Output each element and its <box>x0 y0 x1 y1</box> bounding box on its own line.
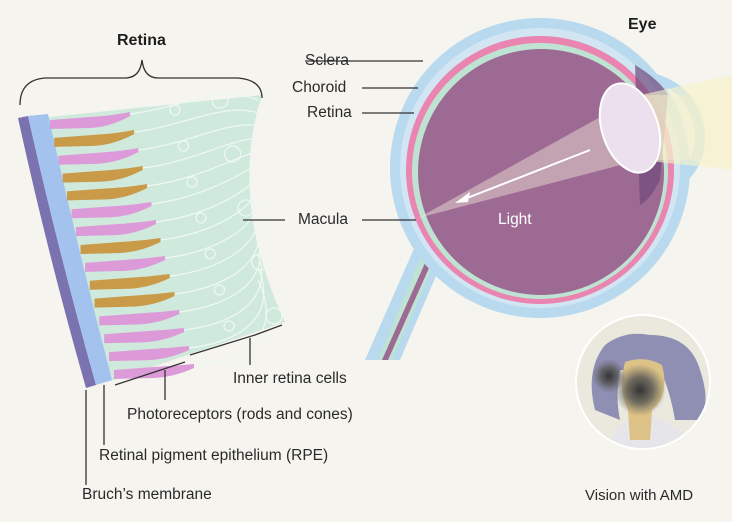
rod-nucleus <box>119 205 128 214</box>
neuron-process <box>160 189 259 241</box>
cone-cell <box>80 238 161 254</box>
rod-cell <box>50 112 130 129</box>
neuron-process <box>129 93 259 115</box>
rod-cell <box>99 310 180 326</box>
neuron-process <box>151 163 259 205</box>
cone-nucleus <box>102 133 111 142</box>
ganglion-cell <box>237 199 255 217</box>
label-photoreceptors: Photoreceptors (rods and cones) <box>127 406 353 423</box>
neuron-process <box>193 279 267 367</box>
cone-nucleus <box>128 241 137 249</box>
inner-retina-cell <box>223 320 235 332</box>
label-rpe: Retinal pigment epithelium (RPE) <box>99 447 329 464</box>
cone-cell <box>67 184 148 201</box>
retina-title: Retina <box>117 32 166 49</box>
inner-retina-cell <box>195 212 207 224</box>
rod-cell <box>85 256 166 272</box>
retina-bracket <box>19 59 263 106</box>
hair <box>591 333 706 420</box>
inner-bracket <box>189 324 283 356</box>
cone-cell <box>62 166 143 183</box>
rod-cell <box>71 202 152 219</box>
lens <box>598 82 662 174</box>
inner-retina-cell <box>233 356 245 368</box>
rod-cell <box>75 220 156 237</box>
label-inner-retina: Inner retina cells <box>233 370 347 387</box>
neuron-process <box>179 241 261 313</box>
inner-retina-cell <box>177 140 190 152</box>
rod-cell <box>109 346 190 362</box>
cone-nucleus <box>110 169 119 178</box>
rod-nucleus <box>152 330 161 339</box>
rod-cell <box>104 328 185 344</box>
amd-dark-spot-small <box>592 359 626 393</box>
label-light: Light <box>498 211 532 228</box>
inner-retina-cell <box>169 104 181 116</box>
optic-nerve-core <box>382 245 437 360</box>
rod-cell <box>58 148 139 165</box>
bruchs-membrane <box>18 116 96 388</box>
label-bruchs-membrane: Bruch’s membrane <box>82 486 212 503</box>
cone-cell <box>54 130 135 147</box>
neuron-process <box>188 266 265 349</box>
inner-retina-cell <box>204 248 216 260</box>
rod-nucleus <box>123 223 132 232</box>
photoreceptor-bracket <box>114 361 186 386</box>
neuron-process <box>174 228 260 295</box>
label-macula: Macula <box>298 211 348 228</box>
label-retina: Retina <box>307 104 352 121</box>
cone-nucleus <box>137 276 146 285</box>
neuron-process <box>184 254 263 331</box>
inner-retina-cell <box>186 176 198 188</box>
neuron-process <box>138 124 259 151</box>
inner-retina-tissue <box>40 95 285 382</box>
light-arrow <box>461 149 591 201</box>
neuron-process <box>169 215 259 277</box>
neuron-process <box>155 176 259 223</box>
label-choroid: Choroid <box>292 79 347 96</box>
eye-illustration <box>365 18 732 360</box>
rod-nucleus <box>147 312 156 321</box>
rpe-layer <box>28 114 112 385</box>
eye-title: Eye <box>628 16 657 33</box>
ganglion-cell <box>224 145 242 163</box>
neuron-process <box>142 137 259 169</box>
rod-nucleus <box>133 258 142 267</box>
leader-lines <box>19 59 423 485</box>
rod-nucleus <box>98 116 106 124</box>
rod-cell <box>114 364 194 379</box>
ganglion-cell <box>211 91 229 109</box>
retina-patch <box>18 91 285 388</box>
amd-dark-spot <box>614 364 666 416</box>
cone-nucleus <box>115 187 124 196</box>
neuron-process <box>146 150 259 187</box>
neuron-process <box>134 109 259 133</box>
rod-nucleus <box>106 151 115 160</box>
inset-caption: Vision with AMD <box>585 487 694 504</box>
neuron-process <box>165 202 259 259</box>
inner-retina-cell <box>213 284 226 296</box>
cone-cell <box>89 274 170 290</box>
rod-nucleus <box>157 348 166 357</box>
cone-cell <box>94 292 175 308</box>
amd-vision-inset <box>575 314 711 450</box>
cone-nucleus <box>142 294 151 303</box>
label-sclera: Sclera <box>305 52 349 69</box>
